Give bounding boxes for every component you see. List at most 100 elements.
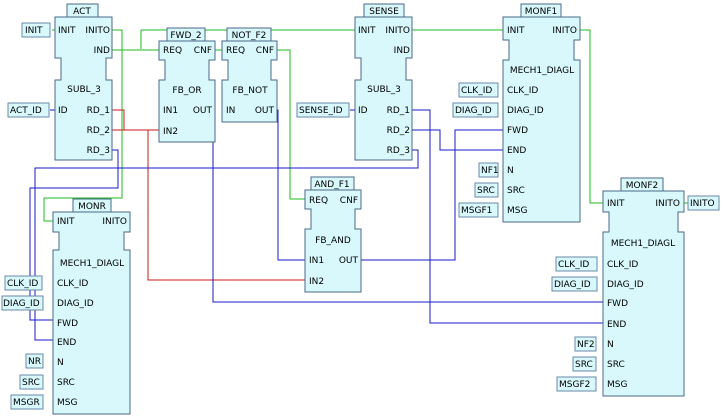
block-monf2-name: MONF2 (626, 181, 658, 191)
wire-event-bus-to-sense (140, 29, 357, 49)
block-monf1-name: MONF1 (525, 7, 557, 17)
block-monf1-diag: DIAG_ID (507, 106, 544, 116)
block-act-name: ACT (73, 7, 91, 17)
wire-fwd2-out-to-monf2-fwd (212, 110, 605, 303)
block-monf1-end: END (507, 146, 526, 156)
block-monr-clk: CLK_ID (57, 279, 88, 289)
block-act-rd3: RD_3 (87, 146, 110, 156)
ext-f1-src-box (474, 182, 499, 198)
wire-notf2-out-to-andf1-in1 (275, 109, 307, 261)
ext-f2-inito-label: INITO (690, 199, 715, 209)
wire-sense-rd1-to-monf2-end (410, 109, 605, 324)
block-monf1-clk: CLK_ID (507, 86, 538, 96)
block-notf2-ev-in: REQ (226, 46, 245, 56)
block-fwd2-in2: IN2 (163, 127, 178, 137)
block-monf2-fwd: FWD (607, 299, 628, 309)
ext-r-clk-box (4, 275, 43, 291)
wire-act-rd2-to-andf1-in2 (110, 129, 307, 281)
wire-act-rd1-to-fwd2-in2 (110, 109, 161, 131)
ext-f1-msg-label: MSGF1 (461, 206, 492, 216)
block-fwd2-ev-out: CNF (194, 46, 212, 56)
ext-act-init-box (21, 22, 51, 38)
ext-r-msg-label: MSGR (13, 398, 40, 408)
wire-andf1-out-to-monf1-fwd (359, 129, 505, 261)
block-fwd2[interactable]: FWD_2 REQ CNF FB_OR IN1 IN2 OUT (158, 27, 216, 143)
block-monr-type: MECH1_DIAGL (60, 259, 124, 269)
block-fwd2-ev-in: REQ (163, 46, 182, 56)
block-fwd2-body (158, 40, 216, 143)
block-monr-msg: MSG (57, 398, 77, 408)
block-act-rd2: RD_2 (87, 126, 110, 136)
wire-sense-rd2-to-monf1-end (410, 129, 505, 151)
block-monr[interactable]: MONR INIT INITO MECH1_DIAGL CLK_ID DIAG_… (52, 198, 131, 415)
block-fwd2-type: FB_OR (172, 86, 201, 96)
ext-f2-n-label: NF2 (577, 340, 595, 350)
block-monf2-diag: DIAG_ID (607, 280, 644, 290)
block-sense-rd1: RD_1 (387, 106, 410, 116)
block-act-type: SUBL_3 (67, 85, 101, 95)
ext-f2-diag-box (551, 276, 598, 292)
block-sense-ev-out2: IND (394, 46, 410, 56)
block-sense-rd3: RD_3 (387, 146, 410, 156)
ext-f2-src-label: SRC (575, 360, 593, 370)
block-notf2-name: NOT_F2 (232, 31, 267, 41)
block-fwd2-name: FWD_2 (170, 31, 201, 41)
block-monf2-ev-out: INITO (655, 199, 680, 209)
block-monr-diag: DIAG_ID (57, 299, 94, 309)
block-act[interactable]: ACT INIT INITO IND SUBL_3 ID RD_1 RD_2 R… (54, 3, 113, 161)
block-act-ev-out: INITO (85, 26, 110, 36)
block-monf1-msg: MSG (507, 206, 527, 216)
ext-act-id-box (7, 102, 50, 118)
block-sense[interactable]: SENSE INIT INITO IND SUBL_3 ID RD_1 RD_2… (354, 3, 413, 161)
block-monf1-body (502, 16, 581, 223)
block-monf2-src: SRC (607, 360, 625, 370)
block-monf1[interactable]: MONF1 INIT INITO MECH1_DIAGL CLK_ID DIAG… (502, 3, 581, 223)
block-notf2[interactable]: NOT_F2 REQ CNF FB_NOT IN OUT (221, 27, 278, 123)
ext-r-n-label: NR (28, 357, 41, 367)
block-notf2-ev-out: CNF (256, 46, 274, 56)
block-monr-body (52, 211, 131, 415)
block-monr-n: N (57, 358, 64, 368)
block-andf1-ev-out: CNF (340, 196, 358, 206)
ext-f1-clk-box (458, 82, 499, 98)
block-monr-ev-out: INITO (102, 217, 127, 227)
block-sense-body (354, 16, 413, 161)
data-wires (29, 109, 605, 341)
ext-f1-msg-box (458, 202, 499, 218)
block-monr-end: END (57, 338, 76, 348)
ext-f2-msg-box (556, 376, 597, 392)
wire-notf2-cnf-to-andf1-req (275, 49, 307, 200)
block-act-body (54, 16, 113, 161)
ext-r-src-box (19, 374, 44, 390)
block-monf2-type: MECH1_DIAGL (611, 239, 675, 249)
block-act-rd1: RD_1 (87, 106, 110, 116)
ext-sense-id-label: SENSE_ID (299, 106, 343, 116)
block-monr-ev-in: INIT (57, 217, 75, 227)
block-andf1-name: AND_F1 (314, 180, 349, 190)
wire-sense-rd3-to-monr-end (34, 149, 419, 341)
block-monf1-ev-out: INITO (552, 26, 577, 36)
block-monf2-ev-in: INIT (607, 199, 625, 209)
block-andf1-out: OUT (339, 256, 359, 266)
block-act-data-in-id: ID (58, 106, 68, 116)
block-sense-type: SUBL_3 (367, 85, 401, 95)
ext-f1-clk-label: CLK_ID (461, 86, 492, 96)
block-monf2-n: N (607, 340, 614, 350)
block-andf1-in2: IN2 (309, 277, 324, 287)
block-monf2-body (602, 190, 685, 397)
block-andf1[interactable]: AND_F1 REQ CNF FB_AND IN1 IN2 OUT (304, 176, 362, 293)
block-sense-data-in-id: ID (358, 106, 368, 116)
block-sense-ev-in: INIT (358, 26, 376, 36)
block-andf1-ev-in: REQ (309, 196, 328, 206)
block-monf2-end: END (607, 320, 626, 330)
event-wires (43, 29, 688, 222)
block-andf1-body (304, 189, 362, 293)
block-notf2-in: IN (226, 106, 235, 116)
block-monf2[interactable]: MONF2 INIT INITO MECH1_DIAGL CLK_ID DIAG… (602, 177, 685, 397)
block-monf1-ev-in: INIT (507, 26, 525, 36)
ext-act-id-label: ACT_ID (10, 106, 42, 116)
external-io: INIT ACT_ID SENSE_ID CLK_ID DIAG_ID NF1 … (1, 22, 720, 410)
ext-sense-id-box (296, 102, 350, 118)
ext-f1-diag-label: DIAG_ID (455, 106, 492, 116)
ext-f2-clk-box (555, 256, 598, 272)
